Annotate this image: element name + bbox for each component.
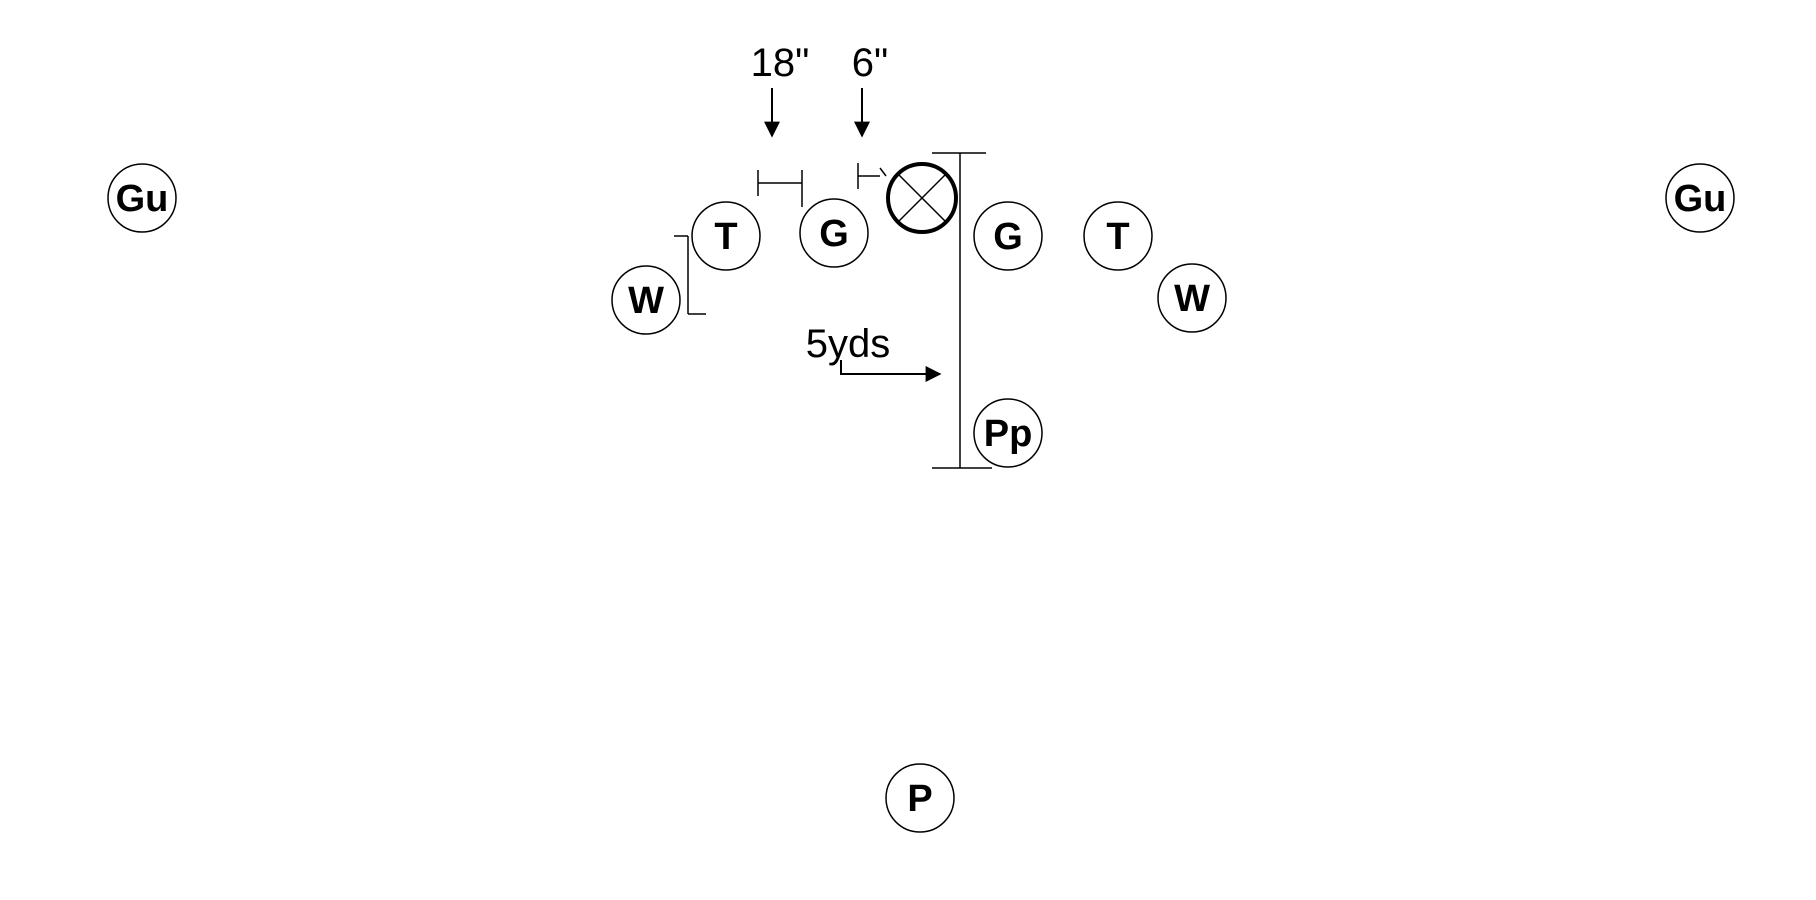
player-label: Gu: [116, 178, 169, 220]
snapper-center-symbol: [886, 162, 958, 234]
player-label: W: [1174, 278, 1210, 320]
depth-callout-5-yards: 5yds: [806, 322, 942, 382]
player-label: W: [628, 280, 664, 322]
player-personal-protector: Pp: [973, 398, 1043, 468]
player-gunner-right: Gu: [1665, 163, 1735, 233]
player-tackle-left: T: [691, 201, 761, 271]
right-arrow-icon: [840, 360, 942, 382]
player-label: T: [714, 216, 737, 258]
protector-depth-line: [932, 152, 992, 469]
player-label: T: [1106, 216, 1129, 258]
player-label: G: [819, 213, 849, 255]
player-label: Pp: [984, 413, 1033, 455]
depth-label: 5yds: [806, 322, 891, 366]
player-wing-right: W: [1157, 263, 1227, 333]
player-guard-right: G: [973, 201, 1043, 271]
player-punter: P: [885, 763, 955, 833]
split-annotation-18-inch: 18": [751, 41, 810, 207]
player-tackle-right: T: [1083, 201, 1153, 271]
split-label-6-inch: 6": [852, 41, 888, 85]
player-label: Gu: [1674, 178, 1727, 220]
wing-depth-bracket: [674, 235, 706, 315]
player-wing-left: W: [611, 265, 681, 335]
split-label-18-inch: 18": [751, 41, 810, 85]
player-label: P: [907, 778, 932, 820]
player-label: G: [993, 216, 1023, 258]
player-gunner-left: Gu: [107, 163, 177, 233]
player-guard-left: G: [799, 198, 869, 268]
split-annotation-6-inch: 6": [852, 41, 888, 189]
split-bracket: [857, 163, 887, 189]
split-bracket: [757, 170, 803, 207]
